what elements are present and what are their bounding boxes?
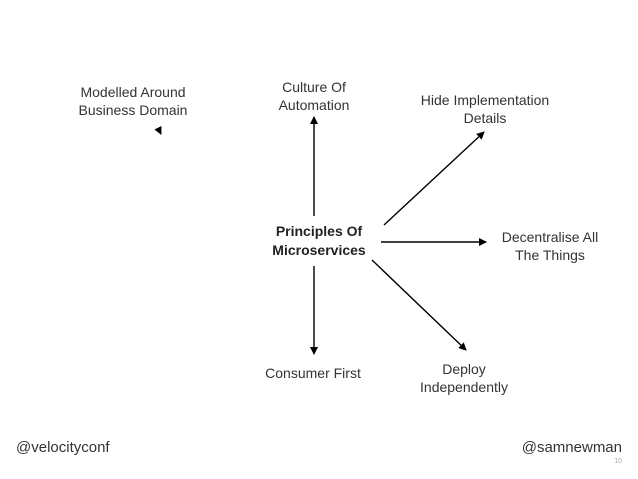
node-hide-implementation-details: Hide Implementation Details	[404, 91, 566, 127]
arrow-stub-modelled	[154, 125, 162, 135]
node-consumer-first: Consumer First	[250, 364, 376, 382]
footer-left-handle: @velocityconf	[16, 439, 110, 456]
node-modelled-line2: Business Domain	[78, 102, 188, 118]
footer-right-handle: @samnewman	[521, 439, 622, 456]
center-line2: Microservices	[272, 242, 366, 258]
node-hide-line2: Details	[463, 110, 507, 126]
node-decentralise-line1: Decentralise All	[501, 229, 599, 245]
node-hide-line1: Hide Implementation	[420, 92, 550, 108]
node-decentralise-line2: The Things	[515, 247, 585, 263]
node-consumer-line1: Consumer First	[265, 365, 361, 381]
page-number: 10	[614, 458, 622, 465]
node-culture-line2: Automation	[278, 97, 350, 113]
node-modelled-around-business-domain: Modelled Around Business Domain	[68, 83, 198, 119]
arrow-to-deploy	[371, 259, 467, 351]
node-deploy-independently: Deploy Independently	[404, 360, 524, 396]
node-culture-line1: Culture Of	[282, 79, 346, 95]
node-deploy-line2: Independently	[420, 379, 508, 395]
node-deploy-line1: Deploy	[442, 361, 486, 377]
node-decentralise-all-the-things: Decentralise All The Things	[486, 228, 614, 264]
node-principles-of-microservices: Principles Of Microservices	[254, 222, 384, 260]
node-culture-of-automation: Culture Of Automation	[254, 78, 374, 114]
center-line1: Principles Of	[275, 223, 363, 239]
node-modelled-line1: Modelled Around	[80, 84, 186, 100]
arrow-to-hide	[383, 131, 485, 226]
